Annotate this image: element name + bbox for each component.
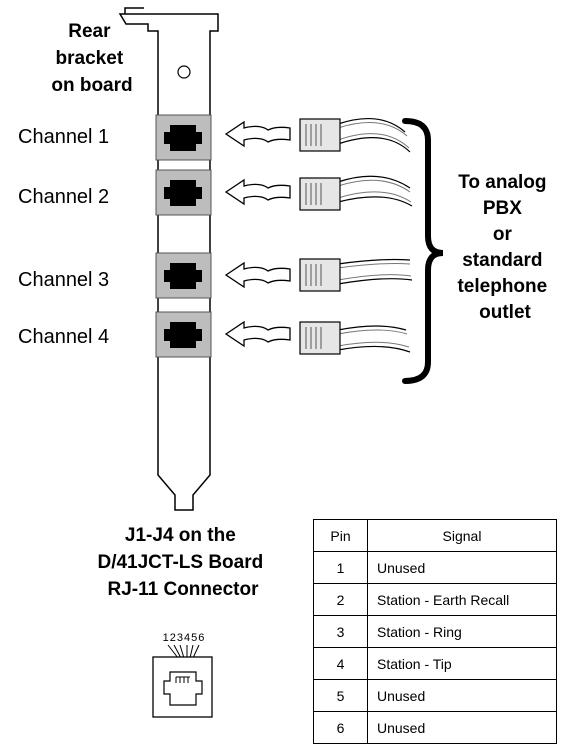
connector-title-line: J1-J4 on the (125, 525, 236, 546)
rj11-pinout-icon (152, 656, 213, 718)
signal-cell: Station - Tip (367, 647, 557, 680)
arrow-icon (224, 320, 291, 348)
signal-cell: Unused (367, 679, 557, 712)
svg-text:Rear bracket on board: Rear bracket on board (51, 21, 132, 96)
pin-cell: 6 (313, 711, 368, 744)
mounting-hole (177, 65, 191, 79)
pin-cell: 3 (313, 615, 368, 648)
rj11-plug-2 (299, 177, 341, 211)
rj11-socket-icon (164, 322, 202, 348)
table-row: 1 Unused (313, 551, 557, 584)
svg-text:To analog PBX or s: To analog PBX or standard telephone outl… (457, 172, 552, 323)
channel-3-label: Channel 3 (18, 269, 109, 291)
destination-label-line: telephone (457, 276, 547, 297)
pin-cell: 1 (313, 551, 368, 584)
svg-text:J1-J4 on the D/41JCT-LS Bo: J1-J4 on the D/41JCT-LS Board RJ-11 Conn… (97, 525, 268, 600)
grouping-brace (402, 118, 444, 384)
bracket-label-line: Rear (68, 21, 111, 42)
pin-leads (167, 644, 200, 659)
bracket-label-line: on board (51, 75, 132, 96)
arrow-icon (224, 178, 291, 206)
signal-cell: Station - Ring (367, 615, 557, 648)
table-row: 4 Station - Tip (313, 647, 557, 680)
connector-title-line: RJ-11 Connector (108, 579, 260, 600)
rj11-socket-icon (164, 180, 202, 206)
pin-table: Pin Signal 1 Unused 2 Station - Earth Re… (313, 519, 557, 744)
cable-3 (337, 258, 411, 265)
pin-cell: 4 (313, 647, 368, 680)
table-header-row: Pin Signal (313, 519, 557, 552)
arrow-icon (224, 120, 291, 148)
signal-cell: Station - Earth Recall (367, 583, 557, 616)
destination-label-line: PBX (483, 198, 522, 219)
destination-label-line: or (493, 224, 513, 245)
bracket-label-line: bracket (56, 48, 124, 69)
arrow-icon (224, 261, 291, 289)
pin-cell: 5 (313, 679, 368, 712)
table-row: 6 Unused (313, 711, 557, 744)
cable-1 (337, 118, 406, 133)
pin-numbers: 123456 (163, 632, 206, 644)
channel-4-label: Channel 4 (18, 326, 109, 348)
pin-cell: 2 (313, 583, 368, 616)
signal-cell: Unused (367, 551, 557, 584)
channel-2-label: Channel 2 (18, 186, 109, 208)
table-row: 2 Station - Earth Recall (313, 583, 557, 616)
cable-2 (337, 175, 411, 189)
signal-cell: Unused (367, 711, 557, 744)
rj11-socket-icon (164, 263, 202, 289)
pin-header: Pin (313, 519, 368, 552)
cable-4 (337, 325, 407, 331)
channel-1-label: Channel 1 (18, 126, 109, 148)
signal-header: Signal (367, 519, 557, 552)
rj11-plug-1 (299, 118, 341, 152)
destination-label-line: outlet (479, 302, 531, 323)
table-row: 5 Unused (313, 679, 557, 712)
rj11-plug-4 (299, 321, 341, 355)
rj11-socket-outline-icon (163, 671, 203, 706)
destination-label-line: To analog (458, 172, 546, 193)
rj11-plug-3 (299, 258, 341, 292)
rj11-socket-icon (164, 125, 202, 151)
table-row: 3 Station - Ring (313, 615, 557, 648)
destination-label-line: standard (462, 250, 542, 271)
connector-title-line: D/41JCT-LS Board (97, 552, 263, 573)
